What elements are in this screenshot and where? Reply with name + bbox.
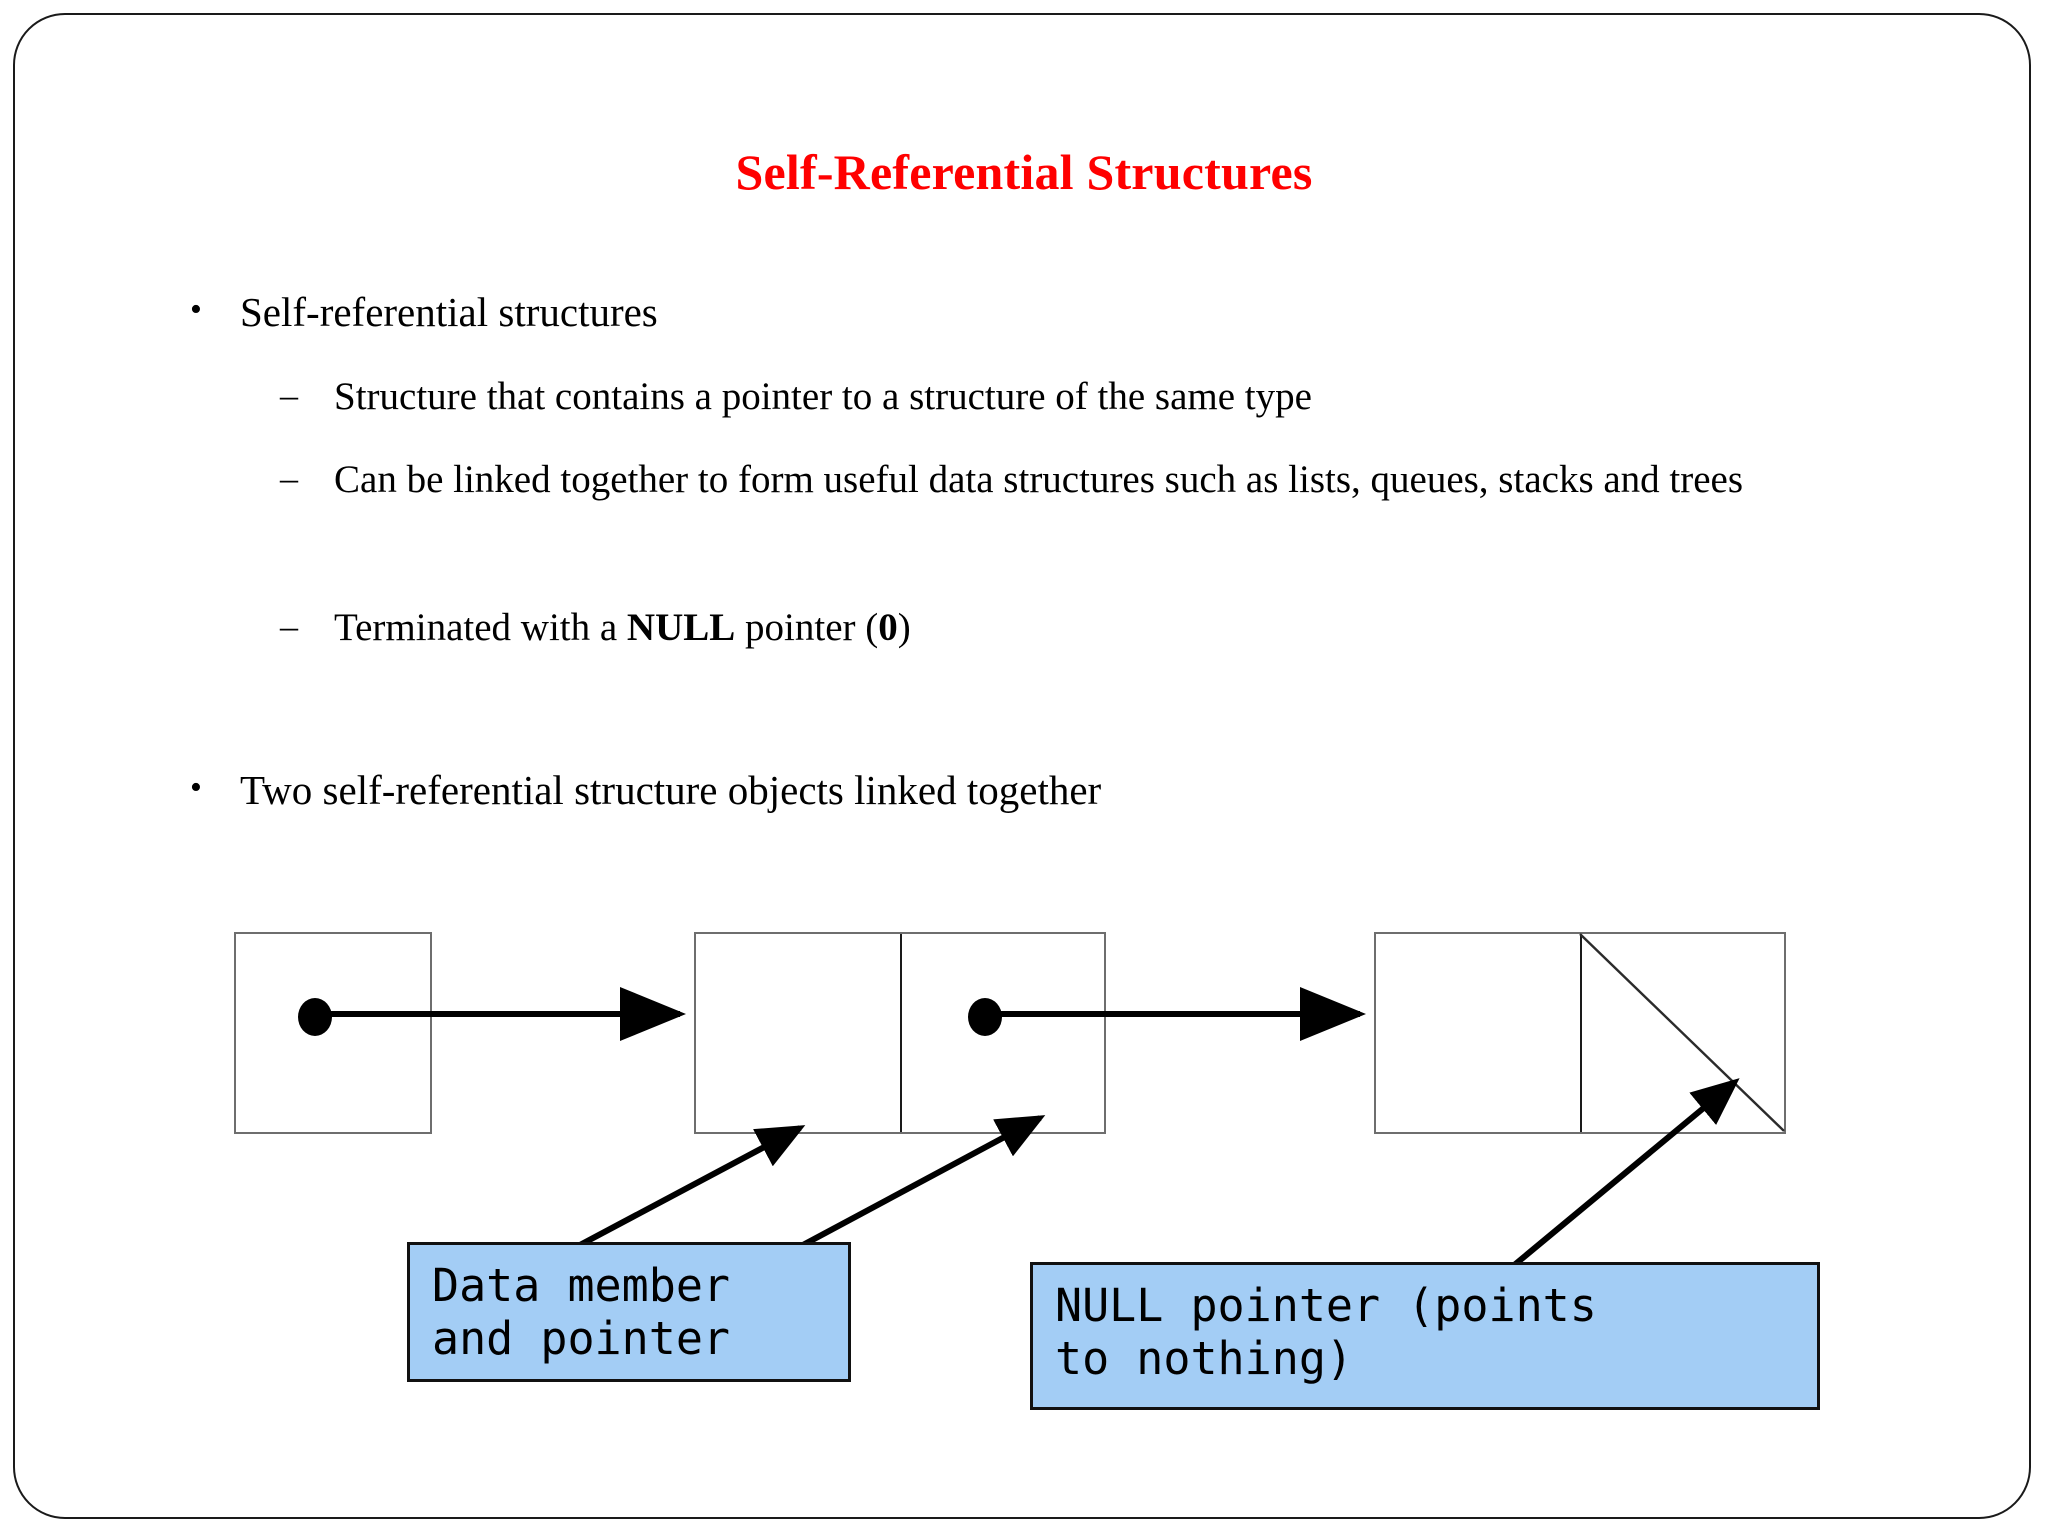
page-title: Self-Referential Structures bbox=[735, 144, 1313, 200]
bullet-item-self-referential-structures: • Self-referential structures bbox=[168, 289, 1868, 336]
sub-bullet-can-be-linked-together: – Can be linked together to form useful … bbox=[272, 455, 1892, 506]
emphasis-text: NULL bbox=[626, 606, 736, 649]
sub-bullet-terminated-with-null-pointer: – Terminated with a NULL pointer (0) bbox=[272, 603, 1892, 654]
sub-bullet-marker: – bbox=[280, 458, 298, 498]
bullet-marker: • bbox=[190, 769, 202, 806]
bullet-item-two-objects-linked: • Two self-referential structure objects… bbox=[168, 767, 1868, 814]
plain-text: pointer ( bbox=[735, 606, 879, 649]
data-member-and-pointer-callout: Data member and pointer bbox=[407, 1242, 851, 1382]
bullet-marker: • bbox=[190, 291, 202, 328]
second-node-box bbox=[1374, 932, 1786, 1134]
sub-bullet-marker: – bbox=[280, 375, 298, 415]
null-pointer-callout: NULL pointer (points to nothing) bbox=[1030, 1262, 1820, 1410]
pointer-dot-icon bbox=[968, 998, 1002, 1036]
emphasis-text: 0 bbox=[878, 606, 898, 649]
first-node-box bbox=[694, 932, 1106, 1134]
node-cell-divider bbox=[1580, 934, 1582, 1132]
sub-bullet-text: Terminated with a NULL pointer (0) bbox=[334, 603, 1892, 654]
bullet-text: Two self-referential structure objects l… bbox=[240, 767, 1102, 813]
sub-bullet-structure-contains-pointer: – Structure that contains a pointer to a… bbox=[272, 372, 1892, 423]
sub-bullet-text: Structure that contains a pointer to a s… bbox=[334, 375, 1312, 418]
bullet-text: Self-referential structures bbox=[240, 289, 658, 335]
node-cell-divider bbox=[900, 934, 902, 1132]
plain-text: ) bbox=[897, 606, 911, 649]
head-pointer-box bbox=[234, 932, 432, 1134]
pointer-dot-icon bbox=[298, 998, 332, 1036]
sub-bullet-text: Can be linked together to form useful da… bbox=[334, 458, 1744, 501]
plain-text: Terminated with a bbox=[334, 606, 627, 649]
sub-bullet-marker: – bbox=[280, 606, 298, 646]
